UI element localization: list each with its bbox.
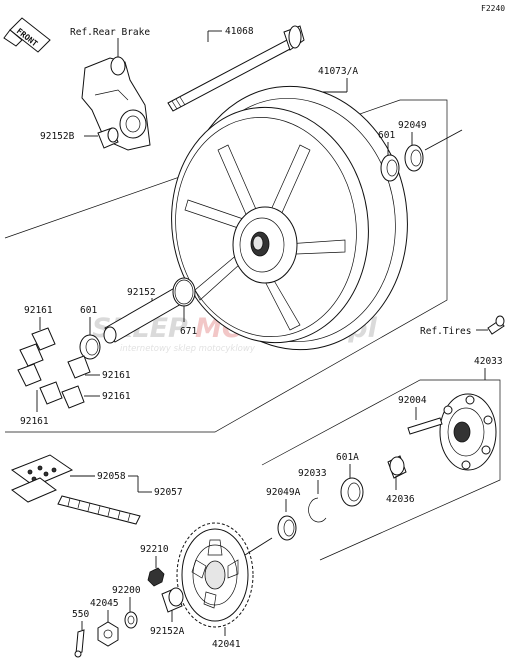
nut-42045-part [97, 621, 119, 647]
label-92049A: 92049A [266, 487, 301, 498]
label-601-left: 601 [80, 305, 97, 316]
label-92033: 92033 [298, 468, 327, 479]
diagram-code: F2240 [481, 4, 505, 13]
wheel-rim-part [171, 85, 408, 351]
collar-42036-part [387, 455, 407, 479]
label-92161-mid: 92161 [102, 370, 131, 381]
nut-92210-part [147, 567, 165, 587]
seal-92049-part [404, 144, 424, 172]
circlip-92033-part [308, 497, 327, 523]
label-42036: 42036 [386, 494, 415, 505]
label-41073A: 41073/A [318, 66, 358, 77]
label-92004: 92004 [398, 395, 427, 406]
label-92057: 92057 [154, 487, 183, 498]
coupling-assembly-outline [261, 379, 501, 561]
label-671: 671 [180, 326, 197, 337]
sprocket-42041-part [176, 522, 254, 628]
cotter-pin-550-part [74, 629, 85, 658]
front-arrow-icon [3, 17, 51, 53]
coupling-42033-part [439, 393, 497, 471]
label-550: 550 [72, 609, 89, 620]
collar-92152B-part [97, 127, 119, 149]
label-41068: 41068 [225, 26, 254, 37]
label-92049: 92049 [398, 120, 427, 131]
label-92210: 92210 [140, 544, 169, 555]
label-92058: 92058 [97, 471, 126, 482]
brake-bracket-part [81, 56, 151, 151]
bearing-601-right-part [380, 154, 400, 182]
washer-92200-part [124, 611, 138, 629]
bearing-601-left-part [79, 334, 101, 360]
label-92161-top: 92161 [24, 305, 53, 316]
label-42045: 42045 [90, 598, 119, 609]
chain-link-92058-part [10, 454, 74, 503]
label-92152A: 92152A [150, 626, 185, 637]
label-92152: 92152 [127, 287, 156, 298]
oring-671-part [172, 277, 196, 307]
watermark-tagline: internetowy sklep motocyklowy [120, 344, 256, 354]
label-601A: 601A [336, 452, 359, 463]
tire-valve-part [487, 315, 505, 335]
label-601-right: 601 [378, 130, 395, 141]
label-92200: 92200 [112, 585, 141, 596]
axle-41068-part [167, 25, 305, 112]
label-42041: 42041 [212, 639, 241, 650]
label-92161-bottom: 92161 [20, 416, 49, 427]
label-92161-low: 92161 [102, 391, 131, 402]
collar-92152A-part [161, 587, 184, 613]
chain-92057-part [57, 495, 141, 525]
seal-92049A-part [277, 515, 297, 541]
ref-rear-brake-label: Ref.Rear Brake [70, 27, 150, 38]
damper-92161-part [17, 327, 91, 409]
bearing-601A-part [340, 477, 364, 507]
label-92152B: 92152B [40, 131, 75, 142]
stud-92004-part [407, 417, 443, 435]
label-42033: 42033 [474, 356, 503, 367]
ref-tires-label: Ref.Tires [420, 326, 471, 337]
